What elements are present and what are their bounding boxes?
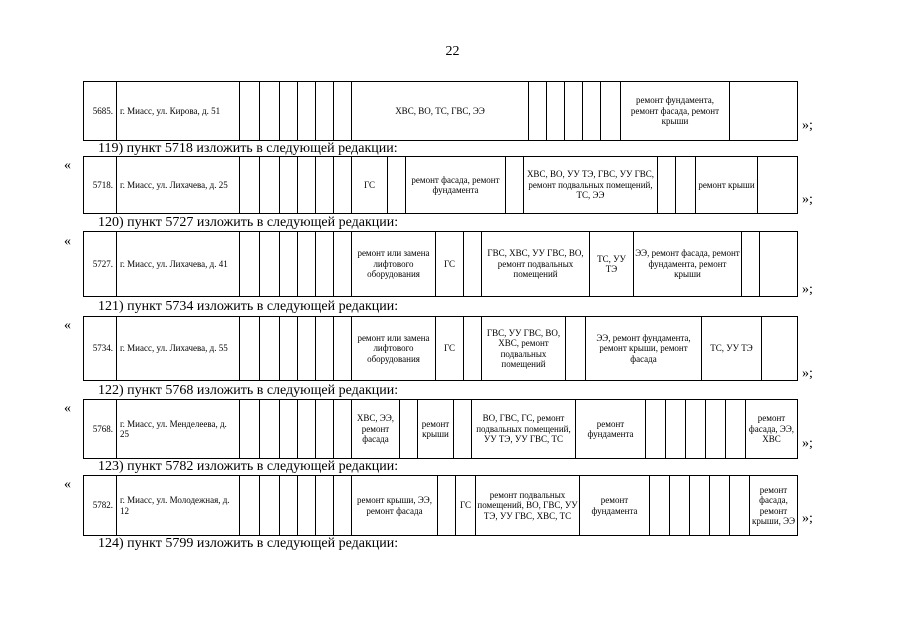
table-cell: ремонт фундамента xyxy=(579,475,650,536)
table-cell: ремонт фасада, ЭЭ, ХВС xyxy=(745,399,798,459)
section-heading: 119) пункт 5718 изложить в следующей ред… xyxy=(98,141,398,156)
closing-quote: »; xyxy=(802,118,813,133)
row-number: 5734. xyxy=(83,316,117,381)
table-cell: ремонт крыши xyxy=(417,399,454,459)
section-heading: 123) пункт 5782 изложить в следующей ред… xyxy=(98,459,399,474)
row-address: г. Миасс, ул. Лихачева, д. 41 xyxy=(116,231,240,297)
table-cell: ТС, УУ ТЭ xyxy=(701,316,762,381)
table-cell: ремонт или замена лифтового оборудования xyxy=(351,316,436,381)
row-address: г. Миасс, ул. Кирова, д. 51 xyxy=(116,81,240,141)
closing-quote: »; xyxy=(802,511,813,526)
table-cell: ремонт фундамента xyxy=(575,399,646,459)
section-heading: 121) пункт 5734 изложить в следующей ред… xyxy=(98,299,399,314)
table-cell: ХВС, ВО, ТС, ГВС, ЭЭ xyxy=(351,81,529,141)
table-5718: 5718. г. Миасс, ул. Лихачева, д. 25 ГС р… xyxy=(83,156,798,214)
section-heading: 122) пункт 5768 изложить в следующей ред… xyxy=(98,383,399,398)
table-cell: ГС xyxy=(455,475,476,536)
table-cell: ГС xyxy=(351,156,388,214)
table-cell: ХВС, ЭЭ, ремонт фасада xyxy=(351,399,400,459)
table-5768: 5768. г. Миасс, ул. Менделеева, д. 25 ХВ… xyxy=(83,399,798,459)
table-cell: ремонт фасада, ремонт фундамента xyxy=(405,156,506,214)
table-cell: ТС, УУ ТЭ xyxy=(589,231,634,297)
closing-quote: »; xyxy=(802,282,813,297)
table-5685: 5685. г. Миасс, ул. Кирова, д. 51 ХВС, В… xyxy=(83,81,798,141)
row-number: 5718. xyxy=(83,156,117,214)
table-5782: 5782. г. Миасс, ул. Молодежная, д. 12 ре… xyxy=(83,475,798,536)
page-number: 22 xyxy=(445,44,460,59)
table-cell: ЭЭ, ремонт фундамента, ремонт крыши, рем… xyxy=(585,316,702,381)
table-cell: ремонт крыши xyxy=(695,156,758,214)
opening-quote: « xyxy=(64,318,71,333)
opening-quote: « xyxy=(64,401,71,416)
row-address: г. Миасс, ул. Менделеева, д. 25 xyxy=(116,399,240,459)
table-5727: 5727. г. Миасс, ул. Лихачева, д. 41 ремо… xyxy=(83,231,798,297)
row-address: г. Миасс, ул. Молодежная, д. 12 xyxy=(116,475,240,536)
section-heading: 124) пункт 5799 изложить в следующей ред… xyxy=(98,536,399,551)
table-cell: ГВС, ХВС, УУ ГВС, ВО, ремонт подвальных … xyxy=(481,231,590,297)
closing-quote: »; xyxy=(802,366,813,381)
table-cell: ГВС, УУ ГВС, ВО, ХВС, ремонт подвальных … xyxy=(481,316,566,381)
closing-quote: »; xyxy=(802,436,813,451)
section-heading: 120) пункт 5727 изложить в следующей ред… xyxy=(98,215,399,230)
table-cell: ремонт крыши, ЭЭ, ремонт фасада xyxy=(351,475,438,536)
table-cell: ГС xyxy=(435,231,464,297)
closing-quote: »; xyxy=(802,192,813,207)
table-cell: ГС xyxy=(435,316,464,381)
opening-quote: « xyxy=(64,477,71,492)
row-address: г. Миасс, ул. Лихачева, д. 25 xyxy=(116,156,240,214)
table-cell: ремонт фасада, ремонт крыши, ЭЭ xyxy=(749,475,798,536)
table-cell: ремонт или замена лифтового оборудования xyxy=(351,231,436,297)
opening-quote: « xyxy=(64,158,71,173)
row-number: 5768. xyxy=(83,399,117,459)
row-number: 5685. xyxy=(83,81,117,141)
row-address: г. Миасс, ул. Лихачева, д. 55 xyxy=(116,316,240,381)
table-cell: ЭЭ, ремонт фасада, ремонт фундамента, ре… xyxy=(633,231,742,297)
table-5734: 5734. г. Миасс, ул. Лихачева, д. 55 ремо… xyxy=(83,316,798,381)
table-cell: ремонт подвальных помещений, ВО, ГВС, УУ… xyxy=(475,475,580,536)
table-cell: ремонт фундамента, ремонт фасада, ремонт… xyxy=(620,81,730,141)
row-number: 5727. xyxy=(83,231,117,297)
table-cell: ВО, ГВС, ГС, ремонт подвальных помещений… xyxy=(471,399,576,459)
row-number: 5782. xyxy=(83,475,117,536)
opening-quote: « xyxy=(64,234,71,249)
table-cell: ХВС, ВО, УУ ТЭ, ГВС, УУ ГВС, ремонт подв… xyxy=(523,156,658,214)
